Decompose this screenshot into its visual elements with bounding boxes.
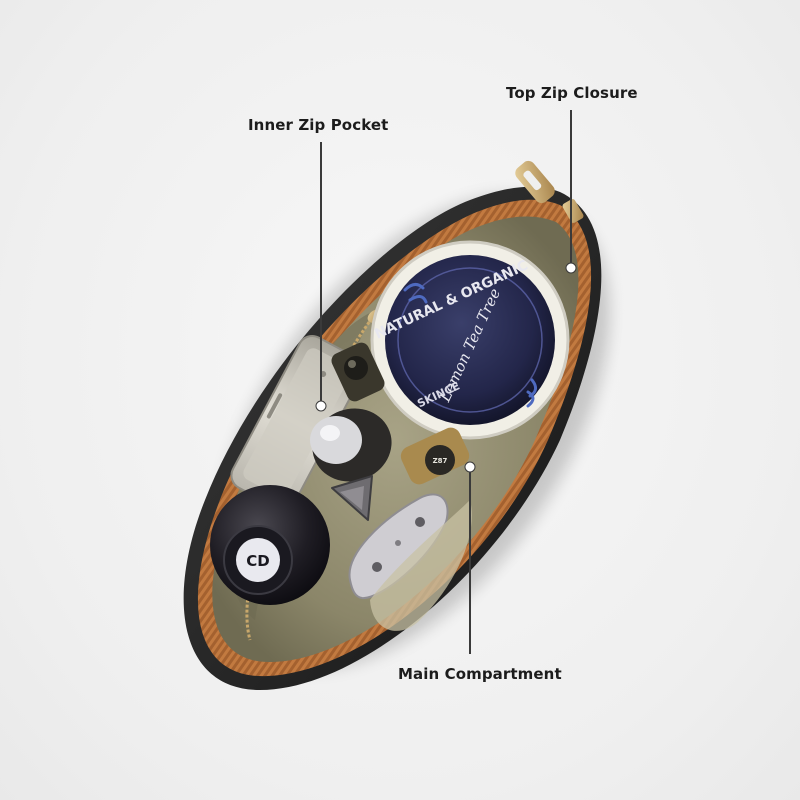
marker-dot-top-zip [565,262,577,274]
callout-inner-zip-pocket: Inner Zip Pocket [248,116,389,134]
skincare-jar: NATURAL & ORGANIC Lemon Tea Tree SKINCE [370,240,570,440]
callout-top-zip-closure: Top Zip Closure [506,84,638,102]
hair-clip [348,493,449,600]
small-bottle [331,342,385,402]
small-vial: Z87 [400,427,470,485]
marker-dot-inner-zip [315,400,327,412]
round-bottle [310,408,392,482]
compact-mark: CD [246,552,269,570]
makeup-sponge [331,475,373,521]
callout-main-compartment: Main Compartment [398,665,562,683]
vial-mark: Z87 [433,457,448,465]
black-compact: CD [210,485,330,605]
small-pouch [370,500,472,631]
marker-dot-main [464,461,476,473]
top-zip-pull [515,160,584,223]
